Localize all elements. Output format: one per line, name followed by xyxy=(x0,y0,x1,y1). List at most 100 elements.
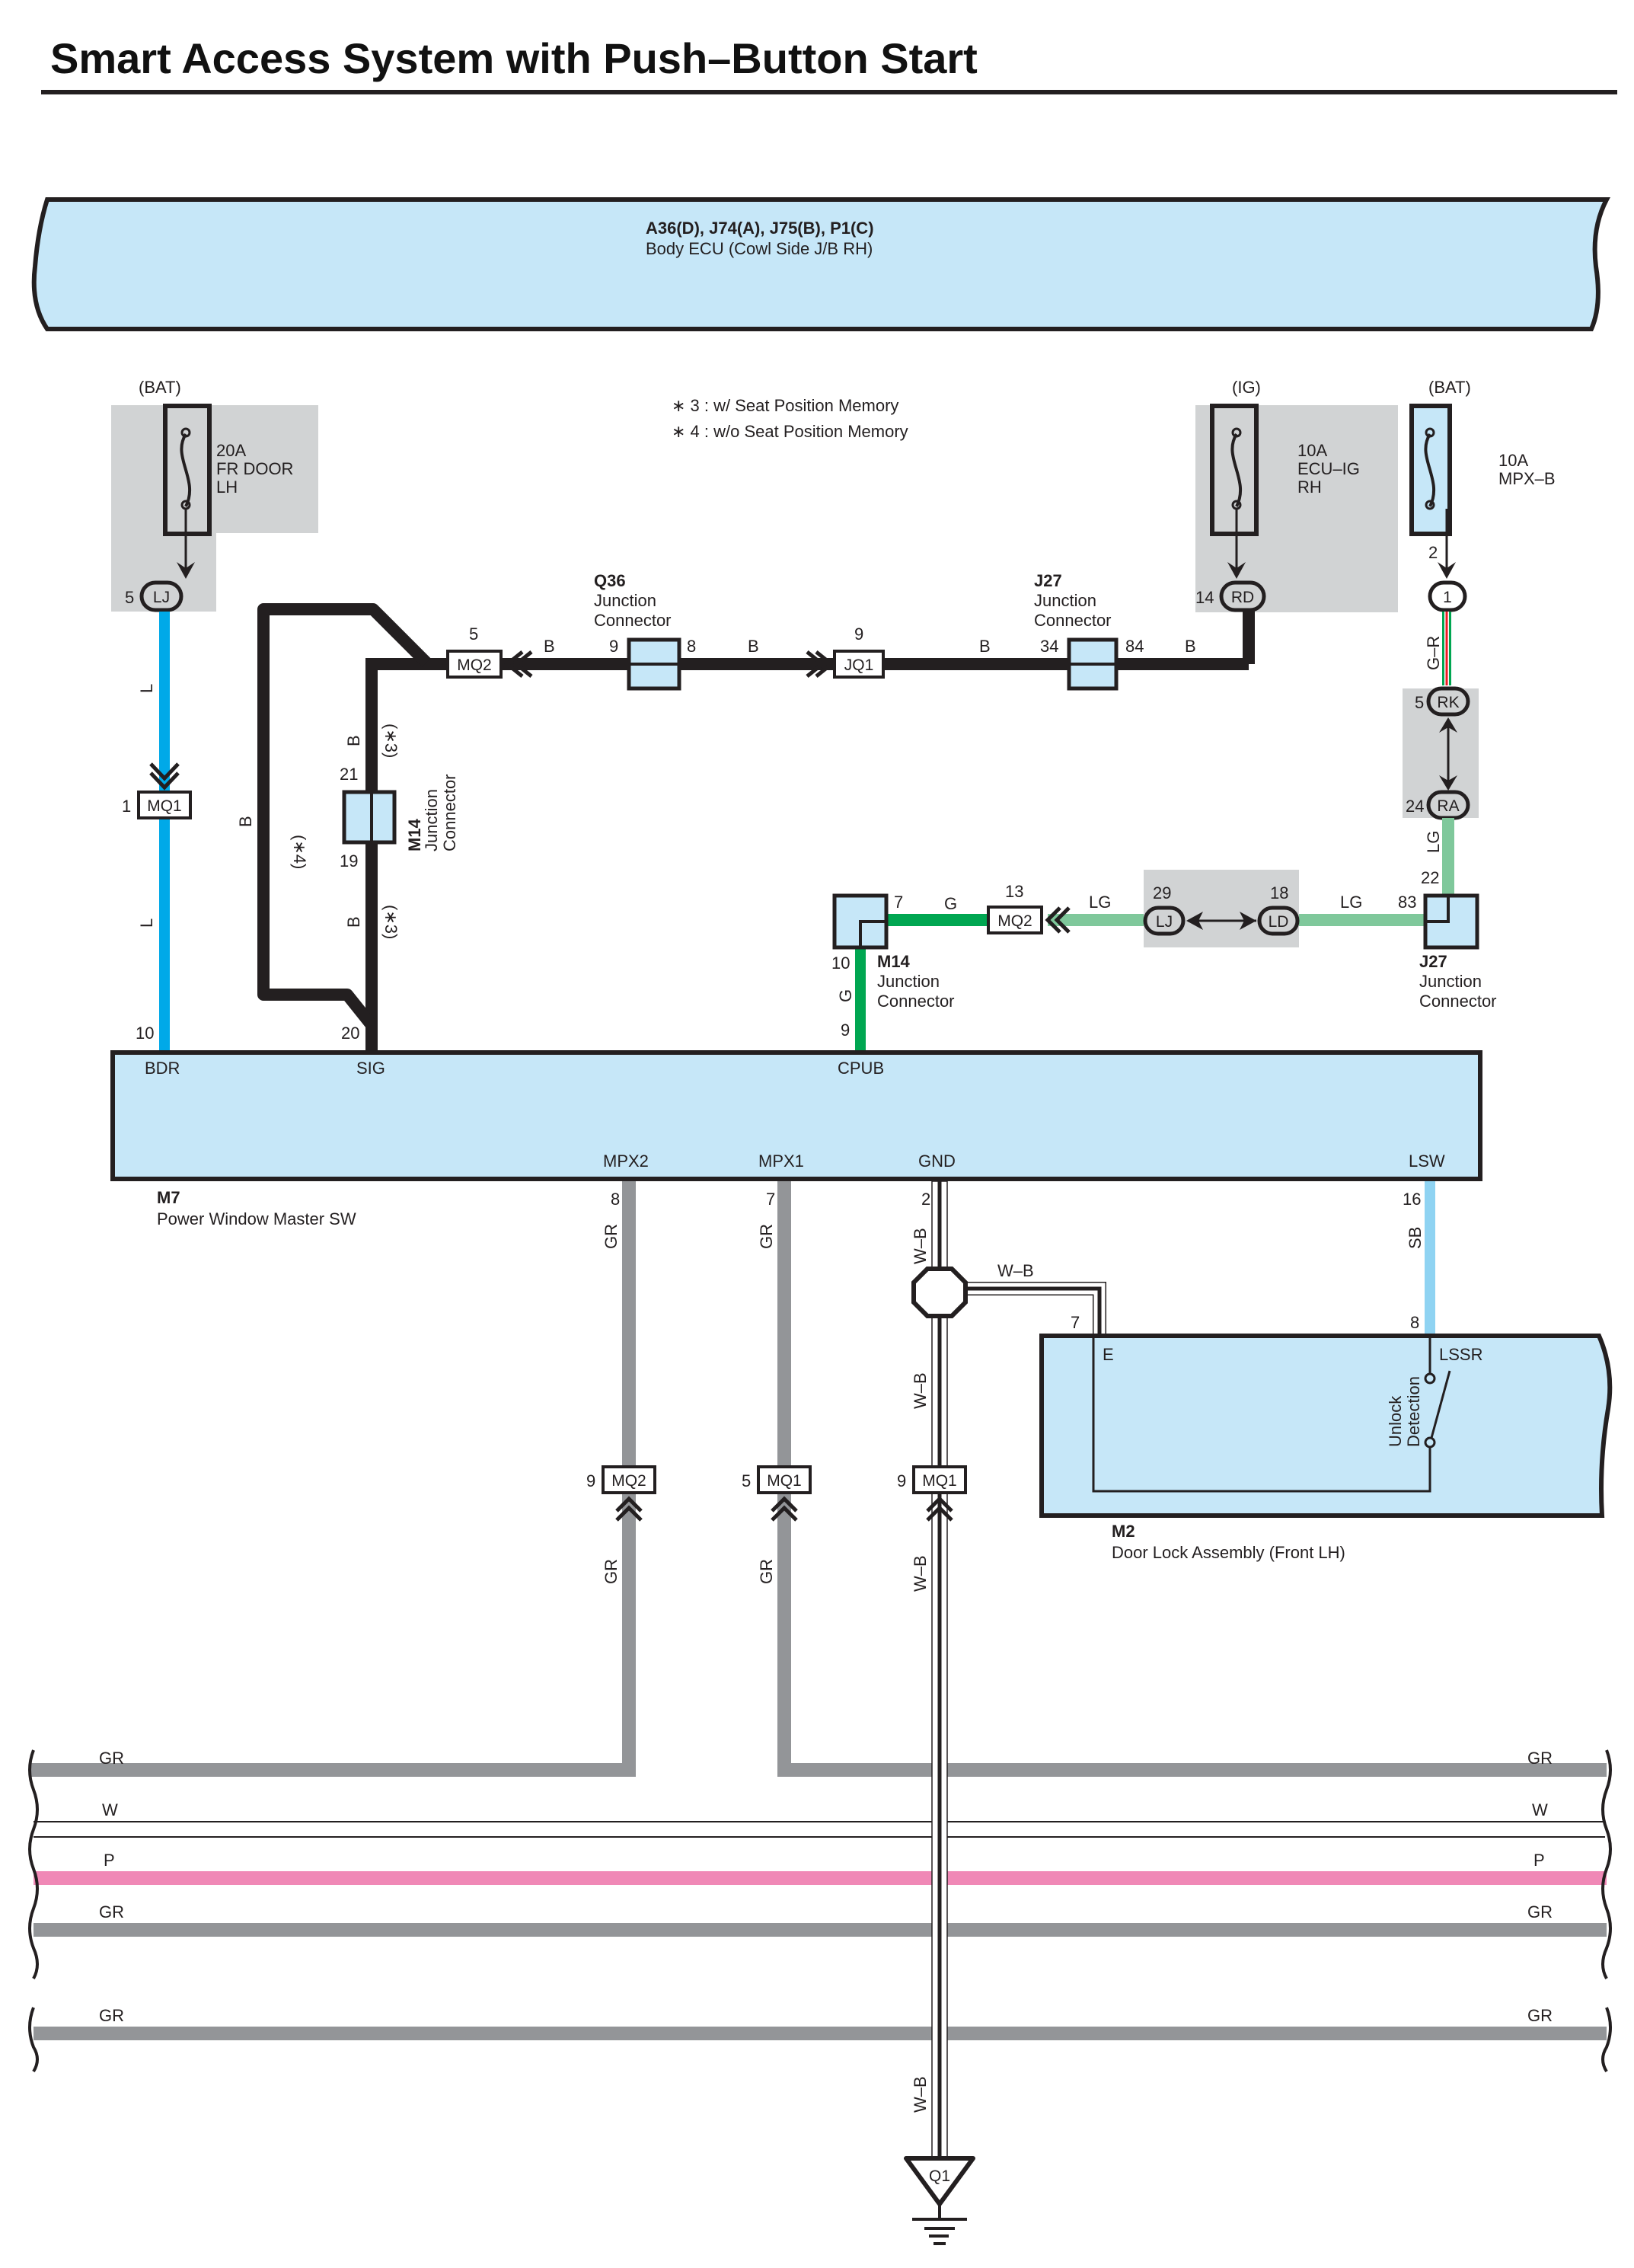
svg-text:LSSR: LSSR xyxy=(1439,1345,1482,1364)
door-lock-assembly[interactable]: 7 8 E LSSR Unlock Detection xyxy=(1039,1313,1613,1518)
connector-lj2[interactable] xyxy=(1143,906,1186,936)
wire-l[interactable]: L L MQ1 1 xyxy=(122,612,192,1053)
fuse-ecu-ig-rh[interactable]: (IG) 10A ECU–IG RH 14 RD xyxy=(1195,378,1398,612)
connector-ld[interactable] xyxy=(1257,906,1300,936)
connector-jq1[interactable]: JQ1 9 xyxy=(806,624,885,679)
wire-w-b[interactable]: 2 W–B W–B W–B W–B W–B xyxy=(911,1180,1106,2164)
svg-text:24: 24 xyxy=(1406,797,1424,816)
connector-mq2-bottom[interactable]: MQ2 9 xyxy=(586,1465,656,1522)
svg-text:LJ: LJ xyxy=(153,589,170,606)
wire-gr-mpx1[interactable]: 7 GR GR xyxy=(757,1181,1607,1777)
junction-j27-top[interactable]: J27 Junction Connector 34 84 xyxy=(1034,571,1144,691)
junction-j27-box[interactable]: 83 22 J27 Junction Connector xyxy=(1398,868,1497,1011)
note-star3: ∗ 3 : w/ Seat Position Memory xyxy=(672,396,898,415)
svg-text:8: 8 xyxy=(687,637,696,656)
svg-text:GR: GR xyxy=(99,1902,124,1921)
m2-code: M2 xyxy=(1112,1522,1135,1541)
connector-arrow-icon xyxy=(771,1496,798,1522)
pin: 2 xyxy=(1428,543,1438,562)
svg-text:W–B: W–B xyxy=(911,1372,930,1409)
svg-text:5: 5 xyxy=(469,624,478,644)
fuse-rating: 10A xyxy=(1498,451,1528,470)
svg-text:W: W xyxy=(102,1800,118,1819)
svg-text:Connector: Connector xyxy=(594,611,672,630)
svg-text:1: 1 xyxy=(122,797,131,816)
svg-text:GR: GR xyxy=(1527,2006,1553,2025)
svg-text:(∗3): (∗3) xyxy=(381,724,401,758)
svg-text:2: 2 xyxy=(921,1190,930,1209)
svg-text:7: 7 xyxy=(766,1190,775,1209)
svg-text:LG: LG xyxy=(1424,831,1443,853)
break-mark-icon xyxy=(28,1749,1612,2073)
connector-mq1[interactable] xyxy=(137,791,192,819)
arrow-down-icon xyxy=(1438,562,1456,579)
power-window-master-switch[interactable]: BDR SIG CPUB MPX2 MPX1 GND LSW 10 20 xyxy=(110,1024,1482,1181)
svg-text:7: 7 xyxy=(894,893,903,912)
svg-text:MQ1: MQ1 xyxy=(767,1472,802,1490)
wire-g[interactable]: G G xyxy=(836,894,988,1053)
connector-lj-ld[interactable]: LJ 29 LD 18 xyxy=(1143,870,1300,947)
svg-text:RK: RK xyxy=(1437,694,1459,711)
connector-rk-ra[interactable]: RK 5 RA 24 xyxy=(1403,686,1479,820)
connector-lj[interactable] xyxy=(139,580,184,612)
svg-text:Unlock: Unlock xyxy=(1386,1395,1405,1447)
connector-1[interactable] xyxy=(1428,580,1467,612)
svg-text:G: G xyxy=(836,989,855,1002)
svg-text:Junction: Junction xyxy=(1034,591,1096,610)
fuse-fr-door-lh[interactable]: (BAT) 20A FR DOOR LH 5 LJ xyxy=(111,378,318,612)
connector-mq1-ground[interactable]: MQ1 9 xyxy=(897,1465,967,1522)
svg-text:84: 84 xyxy=(1125,637,1144,656)
connector-mq1-bottom[interactable]: MQ1 5 xyxy=(742,1465,812,1522)
svg-text:B: B xyxy=(979,637,991,656)
svg-text:20: 20 xyxy=(341,1024,359,1043)
connector-arrow-icon xyxy=(1045,906,1071,934)
svg-text:M14: M14 xyxy=(405,818,424,851)
svg-text:RA: RA xyxy=(1437,797,1459,815)
wire-g-r[interactable]: G–R xyxy=(1424,612,1451,685)
svg-text:Q1: Q1 xyxy=(929,2167,950,2185)
svg-text:MPX2: MPX2 xyxy=(603,1152,649,1171)
junction-m14-vertical[interactable]: 21 19 M14 Junction Connector xyxy=(340,765,459,870)
junction-m14-box[interactable]: 7 10 M14 Junction Connector 9 xyxy=(831,893,955,1040)
svg-text:18: 18 xyxy=(1270,883,1288,902)
junction-q36[interactable]: Q36 Junction Connector 9 8 xyxy=(594,571,696,691)
pin: 5 xyxy=(125,588,134,607)
connector-rk[interactable] xyxy=(1426,686,1470,717)
svg-text:P: P xyxy=(1533,1851,1545,1870)
svg-text:9: 9 xyxy=(841,1021,850,1040)
svg-text:MQ2: MQ2 xyxy=(457,656,492,674)
svg-text:MPX1: MPX1 xyxy=(758,1152,804,1171)
body-ecu-name: Body ECU (Cowl Side J/B RH) xyxy=(646,239,873,258)
svg-text:GR: GR xyxy=(99,2006,124,2025)
svg-text:9: 9 xyxy=(609,637,618,656)
svg-text:B: B xyxy=(236,816,255,827)
body-ecu[interactable]: A36(D), J74(A), J75(B), P1(C) Body ECU (… xyxy=(31,197,1610,331)
svg-text:G–R: G–R xyxy=(1424,636,1443,670)
svg-text:19: 19 xyxy=(340,851,358,870)
m2-name: Door Lock Assembly (Front LH) xyxy=(1112,1543,1345,1562)
svg-text:LD: LD xyxy=(1269,913,1289,931)
svg-text:SB: SB xyxy=(1406,1227,1425,1249)
svg-text:GND: GND xyxy=(918,1152,956,1171)
svg-text:(∗3): (∗3) xyxy=(381,905,401,939)
svg-text:W: W xyxy=(1532,1800,1548,1819)
svg-text:21: 21 xyxy=(340,765,358,784)
splice-point-icon xyxy=(911,1267,968,1318)
wire-sb[interactable]: 16 SB xyxy=(1403,1181,1435,1336)
fuse-mpx-b[interactable]: (BAT) 10A MPX–B 2 1 xyxy=(1409,378,1556,612)
svg-text:Connector: Connector xyxy=(877,992,955,1011)
svg-text:MQ2: MQ2 xyxy=(611,1472,646,1490)
connector-mq2-top[interactable]: MQ2 5 xyxy=(446,624,533,679)
svg-text:RD: RD xyxy=(1231,589,1254,606)
connector-mq2-mid[interactable]: MQ2 13 xyxy=(987,882,1071,934)
fuse-rating: 10A xyxy=(1297,441,1327,460)
wire-gr-mpx2[interactable]: 8 GR GR xyxy=(30,1181,636,1777)
svg-text:B: B xyxy=(344,735,363,746)
pin: 14 xyxy=(1195,588,1214,607)
ground-point-q1[interactable]: Q1 xyxy=(904,2156,975,2245)
svg-text:W–B: W–B xyxy=(997,1261,1034,1280)
svg-text:BDR: BDR xyxy=(145,1059,180,1078)
svg-text:GR: GR xyxy=(1527,1749,1553,1768)
svg-text:9: 9 xyxy=(897,1471,906,1490)
svg-text:9: 9 xyxy=(586,1471,595,1490)
